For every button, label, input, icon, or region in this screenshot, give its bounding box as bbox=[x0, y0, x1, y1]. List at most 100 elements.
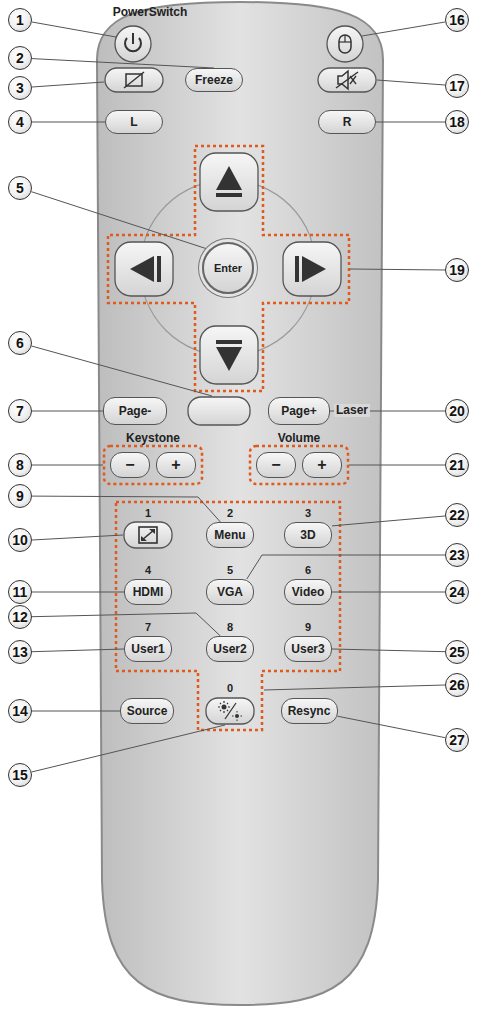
callout-text: 24 bbox=[449, 585, 465, 599]
group-outline bbox=[104, 446, 202, 484]
callout-text: 15 bbox=[12, 768, 28, 782]
callout-number: 20 bbox=[445, 399, 469, 423]
remote-button: VGA bbox=[206, 579, 254, 605]
callout-number: 6 bbox=[8, 331, 32, 355]
callout-text: 16 bbox=[449, 13, 465, 27]
leader-line bbox=[332, 592, 445, 593]
button-label: Menu bbox=[214, 529, 245, 541]
remote-button: Page+ bbox=[268, 397, 330, 425]
leader-line bbox=[376, 122, 445, 123]
callout-number: 8 bbox=[8, 453, 32, 477]
callout-text: 11 bbox=[13, 585, 28, 599]
callout-number: 14 bbox=[8, 699, 32, 723]
callout-text: 5 bbox=[16, 181, 24, 195]
callout-number: 9 bbox=[8, 484, 32, 508]
callout-text: 3 bbox=[16, 81, 24, 95]
remote-button: Source bbox=[120, 698, 174, 724]
callout-number: 1 bbox=[8, 8, 32, 32]
callout-number: 23 bbox=[445, 543, 469, 567]
callout-number: 17 bbox=[445, 74, 469, 98]
digit-label: 2 bbox=[227, 507, 233, 519]
button-label: − bbox=[125, 457, 134, 473]
leader-line bbox=[32, 411, 103, 412]
callout-text: 17 bbox=[449, 79, 465, 93]
button-label: Enter bbox=[214, 263, 242, 274]
callout-number: 4 bbox=[8, 110, 32, 134]
leader-line bbox=[31, 192, 209, 250]
button-label: + bbox=[317, 457, 326, 473]
digit-label: 7 bbox=[145, 621, 151, 633]
leader-line bbox=[32, 122, 105, 123]
remote-button: Page- bbox=[103, 397, 167, 425]
button-label: Resync bbox=[288, 705, 331, 717]
callout-number: 10 bbox=[8, 528, 32, 552]
callout-text: 8 bbox=[16, 458, 24, 472]
callout-text: 4 bbox=[16, 115, 24, 129]
digit-label: 5 bbox=[227, 564, 233, 576]
button-label: User1 bbox=[131, 643, 164, 655]
leader-line bbox=[247, 555, 445, 579]
callout-text: 6 bbox=[16, 336, 24, 350]
callout-number: 7 bbox=[8, 399, 32, 423]
leader-line bbox=[32, 592, 124, 593]
callout-text: 23 bbox=[449, 548, 465, 562]
callout-text: 10 bbox=[12, 533, 28, 547]
remote-button: + bbox=[302, 452, 342, 478]
aspect-button bbox=[124, 522, 172, 548]
callout-number: 22 bbox=[445, 503, 469, 527]
callout-number: 25 bbox=[445, 640, 469, 664]
callout-text: 21 bbox=[449, 458, 465, 472]
remote-button: Freeze bbox=[185, 68, 243, 92]
remote-button: L bbox=[105, 110, 163, 134]
callout-number: 12 bbox=[8, 605, 32, 629]
callout-number: 26 bbox=[445, 673, 469, 697]
digit-label: 0 bbox=[227, 682, 233, 694]
remote-button: HDMI bbox=[124, 579, 172, 605]
leader-line bbox=[32, 496, 220, 522]
button-label: − bbox=[271, 457, 280, 473]
callout-text: 9 bbox=[16, 489, 24, 503]
button-caption: PowerSwitch bbox=[113, 6, 188, 19]
callout-number: 16 bbox=[445, 8, 469, 32]
callout-text: 13 bbox=[12, 645, 28, 659]
callout-number: 24 bbox=[445, 580, 469, 604]
button-label: User3 bbox=[291, 643, 324, 655]
callout-text: 1 bbox=[16, 13, 24, 27]
leader-line bbox=[338, 716, 446, 738]
remote-button: User2 bbox=[206, 636, 254, 662]
callout-text: 22 bbox=[449, 508, 465, 522]
direction-pad bbox=[108, 146, 349, 391]
button-label: 3D bbox=[300, 529, 315, 541]
button-label: Freeze bbox=[195, 74, 233, 86]
callout-number: 15 bbox=[8, 763, 32, 787]
remote-body bbox=[97, 2, 383, 1005]
group-outline bbox=[116, 502, 340, 730]
leader-line bbox=[32, 649, 124, 652]
callout-number: 13 bbox=[8, 640, 32, 664]
remote-button: − bbox=[256, 452, 296, 478]
digit-label: 3 bbox=[305, 507, 311, 519]
remote-button: + bbox=[156, 452, 196, 478]
group-outline bbox=[250, 446, 348, 484]
leader-line bbox=[32, 613, 220, 636]
callout-number: 11 bbox=[8, 580, 32, 604]
digit-label: 9 bbox=[305, 621, 311, 633]
leader-line bbox=[32, 59, 214, 68]
remote-button: − bbox=[110, 452, 150, 478]
callout-text: 18 bbox=[449, 115, 465, 129]
leader-line bbox=[332, 649, 445, 652]
blank-screen-button bbox=[105, 68, 163, 92]
callout-number: 21 bbox=[445, 453, 469, 477]
button-caption: Laser bbox=[334, 404, 370, 417]
digit-label: 1 bbox=[145, 507, 151, 519]
blank-button bbox=[188, 397, 250, 425]
digit-label: 6 bbox=[305, 564, 311, 576]
remote-button: Video bbox=[284, 579, 332, 605]
button-label: Page- bbox=[119, 405, 152, 417]
group-outline bbox=[108, 146, 349, 391]
callout-text: 2 bbox=[16, 51, 24, 65]
button-label: + bbox=[171, 457, 180, 473]
